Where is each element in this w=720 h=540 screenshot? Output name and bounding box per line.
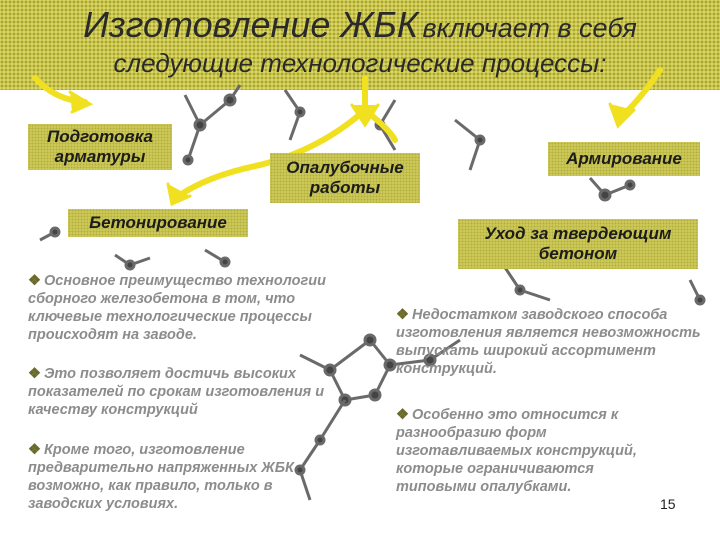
title-suffix: включает в себя — [422, 13, 637, 43]
bullet-icon: ❖ — [28, 273, 41, 289]
title-main: Изготовление ЖБК — [83, 4, 419, 45]
paragraph-text: Особенно это относится к разнообразию фо… — [396, 407, 637, 495]
paragraph-text: Основное преимущество технологии сборног… — [28, 273, 326, 343]
process-box-armirovanie: Армирование — [548, 142, 700, 176]
disadvantage-paragraph: ❖Недостатком заводского способа изготовл… — [396, 306, 706, 378]
process-label-line: работы — [309, 178, 381, 197]
paragraph-text: Это позволяет достичь высоких показателе… — [28, 366, 325, 418]
slide-title-line2: следующие технологические процессы: — [113, 48, 607, 78]
process-label-line: Армирование — [566, 149, 682, 169]
process-box-uhod: Уход за твердеющим бетоном — [458, 219, 698, 269]
title-band: Изготовление ЖБК включает в себя следующ… — [0, 0, 720, 90]
bullet-icon: ❖ — [28, 366, 41, 382]
disadvantage-paragraph: ❖Особенно это относится к разнообразию ф… — [396, 406, 666, 496]
molecule-decoration-icon — [39, 84, 706, 501]
process-label-line: Опалубочные — [286, 158, 404, 178]
advantage-paragraph: ❖Кроме того, изготовление предварительно… — [28, 441, 328, 513]
bullet-icon: ❖ — [396, 307, 409, 323]
process-label-line: бетоном — [538, 244, 618, 263]
bullet-icon: ❖ — [396, 407, 409, 423]
process-label-line: Бетонирование — [89, 213, 227, 233]
process-box-betonirovanie: Бетонирование — [68, 209, 248, 237]
advantage-paragraph: ❖Это позволяет достичь высоких показател… — [28, 365, 358, 419]
process-box-podgotovka: Подготовка арматуры — [28, 124, 172, 170]
process-label-line: Уход за твердеющим — [484, 224, 672, 244]
process-label-line: арматуры — [54, 147, 146, 166]
paragraph-text: Недостатком заводского способа изготовле… — [396, 307, 701, 377]
slide-title-line1: Изготовление ЖБК включает в себя — [0, 4, 720, 46]
bullet-icon: ❖ — [28, 442, 41, 458]
advantage-paragraph: ❖Основное преимущество технологии сборно… — [28, 272, 368, 344]
paragraph-text: Кроме того, изготовление предварительно … — [28, 442, 294, 512]
arrow-icon — [32, 67, 663, 207]
page-number: 15 — [660, 496, 676, 512]
process-label-line: Подготовка — [47, 127, 153, 147]
process-box-opalubka: Опалубочные работы — [270, 153, 420, 203]
